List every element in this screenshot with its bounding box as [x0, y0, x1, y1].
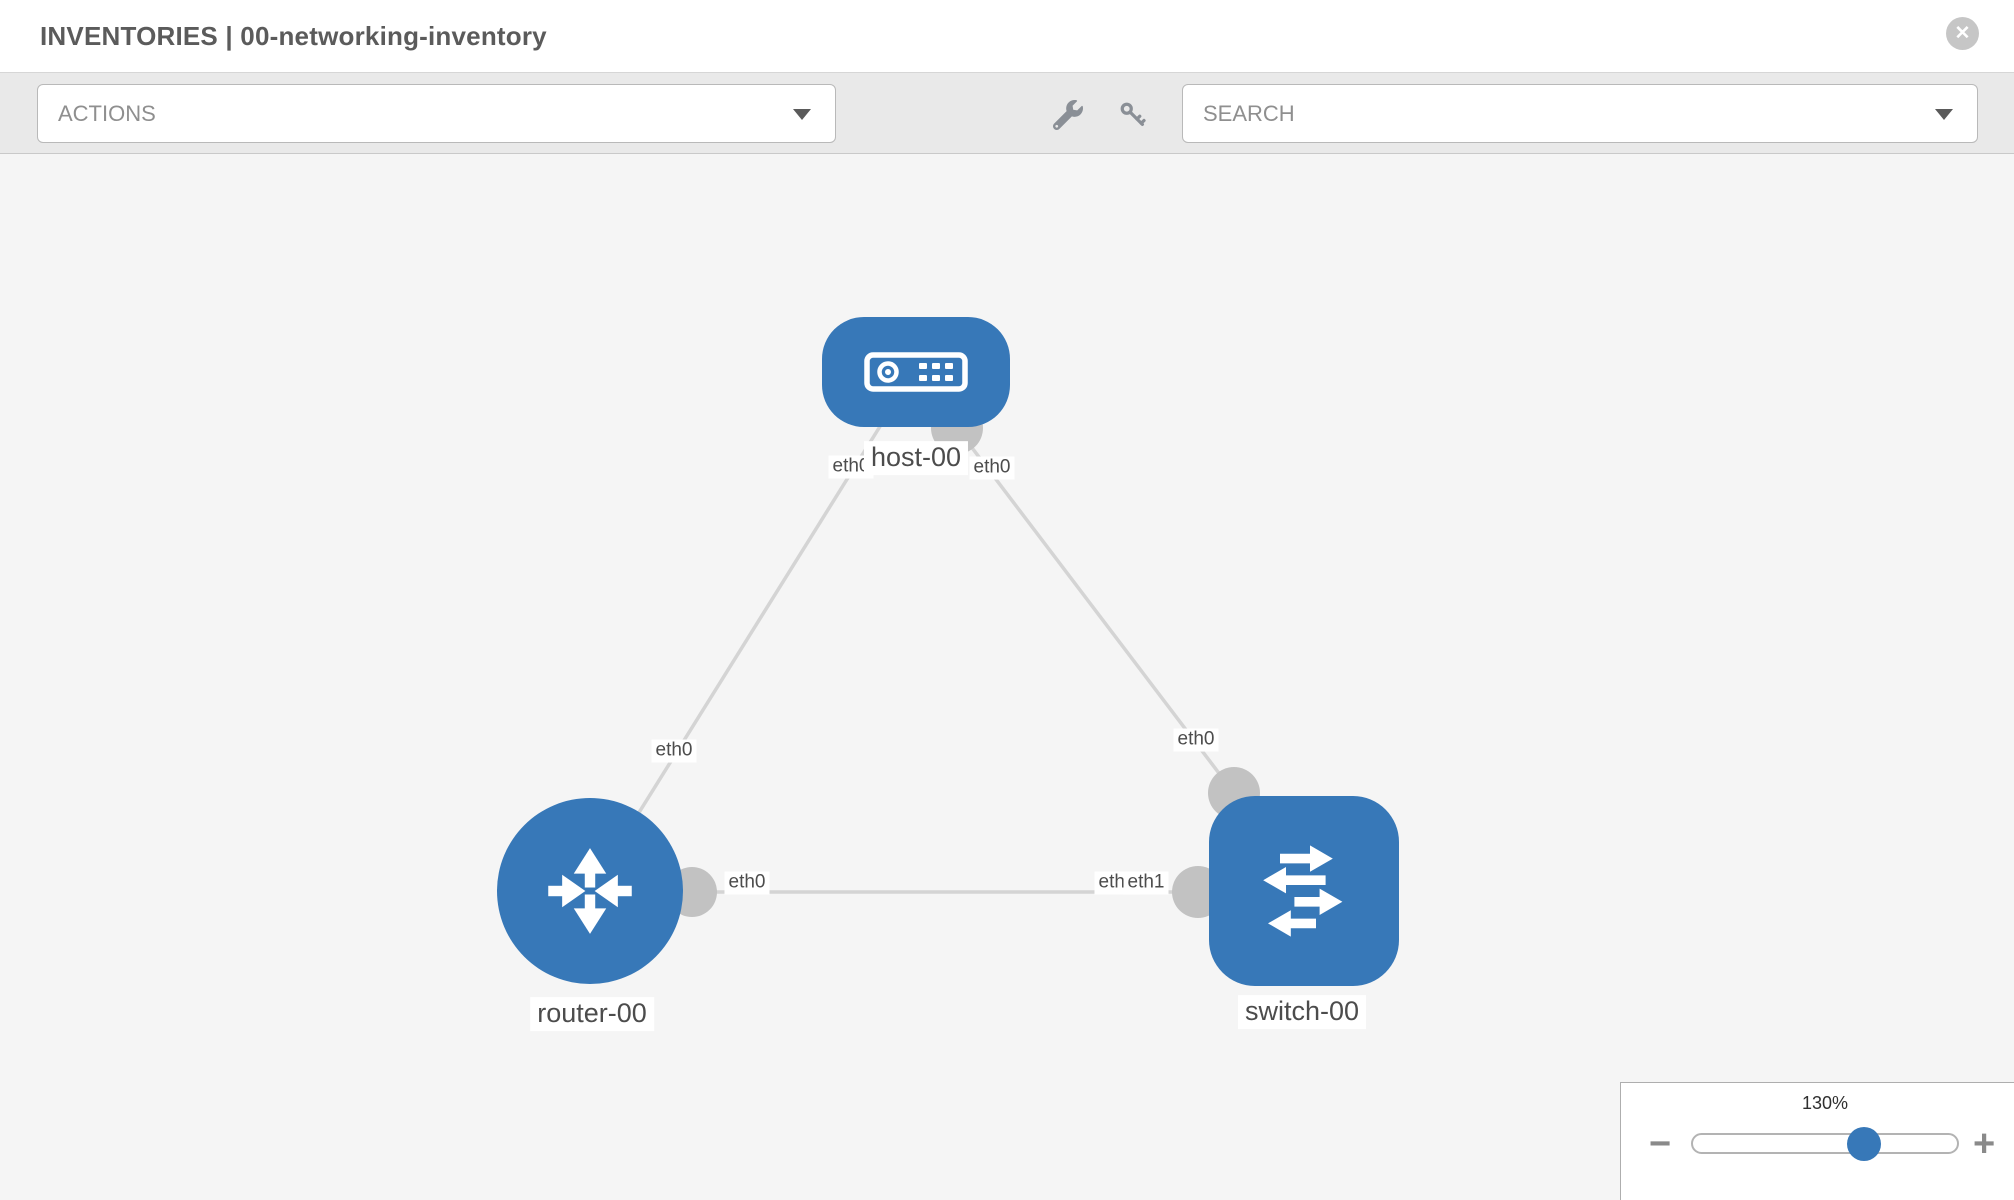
zoom-slider-thumb[interactable]	[1847, 1127, 1881, 1161]
actions-dropdown[interactable]: ACTIONS	[37, 84, 836, 143]
wrench-icon[interactable]	[1053, 100, 1083, 130]
link-host-00_switch-00[interactable]	[955, 426, 1236, 795]
actions-dropdown-label: ACTIONS	[58, 100, 156, 126]
search-dropdown[interactable]: SEARCH	[1182, 84, 1978, 143]
zoom-in-button[interactable]: +	[1973, 1123, 1996, 1165]
page-header: INVENTORIES | 00-networking-inventory ✕	[0, 0, 2014, 72]
node-router-00[interactable]	[497, 798, 683, 984]
key-icon[interactable]	[1118, 100, 1148, 130]
zoom-slider-track[interactable]	[1691, 1133, 1959, 1154]
search-dropdown-label: SEARCH	[1203, 100, 1295, 126]
chevron-down-icon	[1935, 108, 1953, 120]
close-icon: ✕	[1954, 23, 1971, 44]
chevron-down-icon	[793, 108, 811, 120]
close-button[interactable]: ✕	[1946, 17, 1979, 50]
zoom-panel: 130% − +	[1620, 1082, 2014, 1200]
zoom-out-button[interactable]: −	[1649, 1123, 1672, 1165]
zoom-level: 130%	[1801, 1093, 1849, 1113]
node-switch-00[interactable]	[1209, 796, 1399, 986]
toolbar: ACTIONS SEARCH	[0, 72, 2014, 154]
node-host-00[interactable]	[822, 317, 1010, 427]
page-title: INVENTORIES | 00-networking-inventory	[40, 20, 547, 51]
